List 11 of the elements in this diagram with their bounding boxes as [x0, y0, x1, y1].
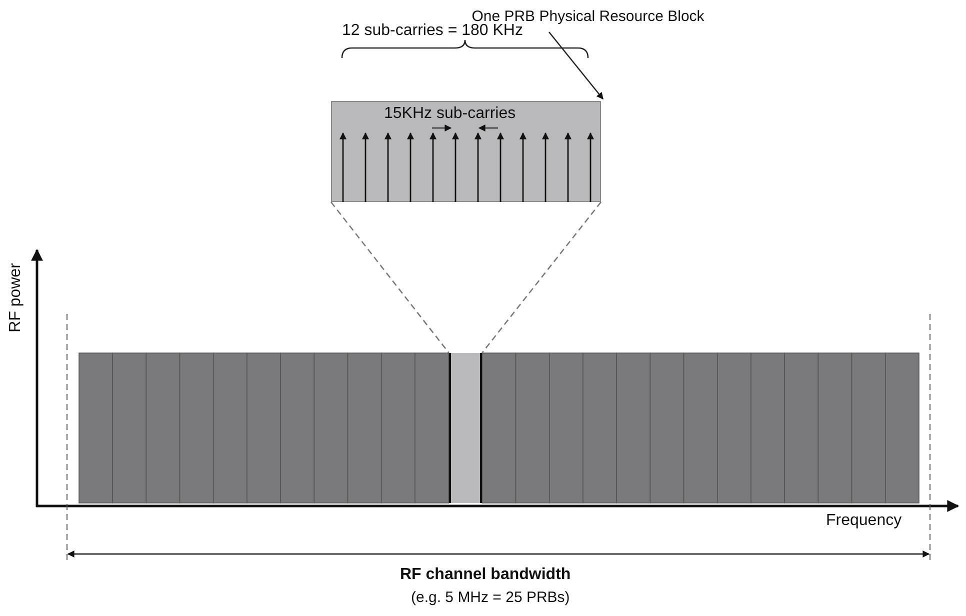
dimension-note: (e.g. 5 MHz = 25 PRBs)	[411, 589, 570, 607]
leader-line	[548, 32, 604, 100]
block-label: 15KHz sub-carries	[384, 105, 516, 123]
axis-title: Frequency	[826, 512, 902, 530]
resource-block-panel	[331, 101, 601, 202]
zoom-guide-line	[481, 202, 602, 354]
dimension-label: 12 sub-carries = 180 KHz	[342, 22, 523, 40]
dimension-label: RF channel bandwidth	[400, 566, 571, 584]
zoom-guide-line	[330, 202, 450, 354]
highlighted-resource-block	[449, 353, 482, 503]
axis-title: RF power	[7, 263, 25, 332]
